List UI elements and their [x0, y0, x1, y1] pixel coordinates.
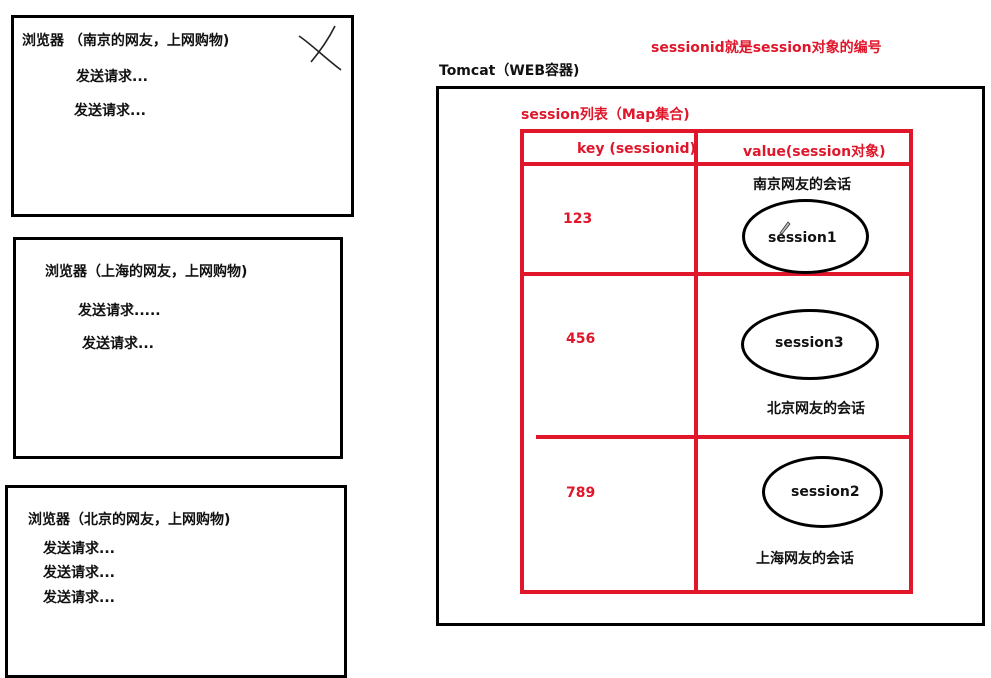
request-text: 发送请求..... [78, 303, 161, 319]
table-row-divider [536, 435, 913, 439]
cross-mark-icon [298, 25, 342, 71]
browser-title-shanghai: 浏览器（上海的网友，上网购物) [45, 264, 248, 280]
request-text: 发送请求... [76, 69, 148, 85]
browser-box-shanghai [13, 237, 343, 459]
session-ellipse [741, 309, 879, 380]
table-border-right [909, 129, 913, 594]
sessionid-annotation: sessionid就是session对象的编号 [651, 40, 882, 56]
session-key: 789 [566, 485, 596, 501]
session-name: session3 [775, 335, 844, 351]
request-text: 发送请求... [43, 590, 115, 606]
browser-title-nanjing: 浏览器 （南京的网友，上网购物) [22, 33, 230, 49]
table-border-top [520, 129, 913, 133]
browser-box-nanjing [11, 15, 354, 217]
session-name: session2 [791, 484, 860, 500]
table-border-left [520, 129, 524, 594]
table-header-divider [520, 162, 913, 166]
session-name: session1 [768, 230, 837, 246]
session-key: 456 [566, 331, 596, 347]
session-key: 123 [563, 211, 593, 227]
request-text: 发送请求... [82, 336, 154, 352]
table-column-divider [694, 129, 698, 594]
session-ellipse [742, 199, 869, 274]
table-row-divider [520, 272, 913, 276]
session-ellipse [762, 456, 883, 528]
session-caption: 南京网友的会话 [753, 177, 851, 193]
tomcat-container [436, 86, 985, 626]
pencil-cursor-icon [779, 221, 791, 235]
session-list-label: session列表（Map集合) [521, 107, 690, 123]
request-text: 发送请求... [43, 565, 115, 581]
table-border-bottom [520, 590, 913, 594]
browser-title-beijing: 浏览器（北京的网友，上网购物) [28, 512, 231, 528]
request-text: 发送请求... [43, 541, 115, 557]
request-text: 发送请求... [74, 103, 146, 119]
table-header-value: value(session对象) [743, 144, 886, 160]
tomcat-label: Tomcat（WEB容器) [439, 63, 580, 79]
session-caption: 上海网友的会话 [756, 551, 854, 567]
browser-box-beijing [5, 485, 347, 678]
session-caption: 北京网友的会话 [767, 401, 865, 417]
table-header-key: key (sessionid) [577, 141, 696, 157]
